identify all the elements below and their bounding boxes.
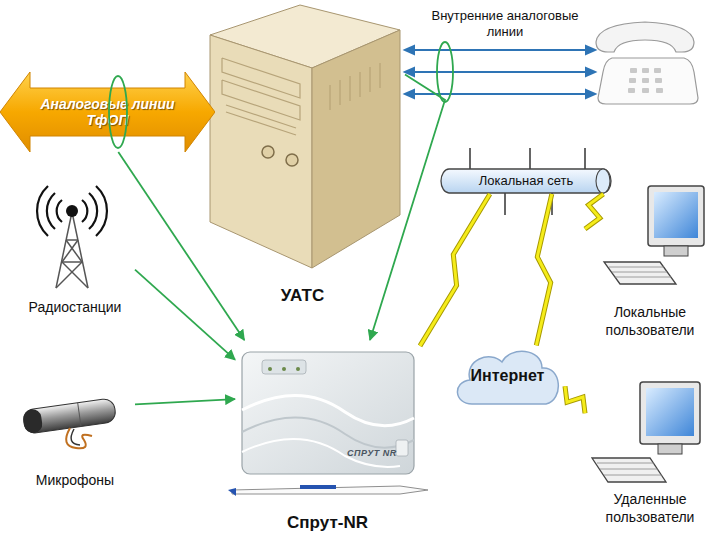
drive-bays (222, 58, 300, 135)
node-text: Локальные пользователи (588, 303, 713, 343)
node-text: Радиостанции (13, 298, 138, 320)
internal-lines (405, 46, 595, 98)
server-button (286, 154, 298, 166)
line-group-ellipse (109, 76, 127, 148)
network-bus: Локальная сеть (440, 168, 612, 194)
bolt-line (565, 386, 585, 413)
bolt-line (420, 194, 490, 346)
antenna-illustration (37, 186, 107, 288)
arrow-line (135, 399, 235, 404)
bolt-outline (420, 194, 490, 346)
server-illustration (210, 5, 400, 268)
server-front (210, 35, 312, 268)
signal-arrow (118, 152, 244, 340)
node-text: СПРУТ NR (347, 448, 397, 458)
recorder-device: СПРУТ NR Спрут-NR (235, 340, 420, 537)
user-workstation: Удаленные пользователи (585, 370, 715, 530)
node-text: Спрут-NR (287, 513, 368, 537)
line-label: Внутренние аналоговые линии (430, 8, 580, 40)
internet-cloud: Интернет (450, 342, 565, 410)
cylinder-body (441, 169, 611, 193)
node-text: Аналоговые линии ТфОП (33, 96, 183, 128)
bolt-outline (565, 386, 585, 413)
node-text: Интернет (471, 366, 545, 386)
node-text: Микрофоны (13, 471, 138, 493)
server-button (262, 146, 274, 158)
microphone-source: Микрофоны (15, 385, 135, 493)
node-text: Удаленные пользователи (588, 490, 713, 530)
signal-arrow (370, 74, 445, 340)
wireless-link (420, 194, 490, 346)
wireless-link (565, 386, 585, 413)
server-side (312, 30, 400, 268)
node-text: Локальная сеть (479, 168, 573, 194)
cylinder-end (596, 169, 610, 193)
bus-stubs (470, 148, 585, 215)
user-workstation: Локальные пользователи (585, 180, 715, 343)
radio-source: Радиостанции (15, 180, 135, 320)
bolt-line (585, 194, 603, 229)
wireless-link (585, 194, 603, 229)
bolt-outline (585, 194, 603, 229)
wireless-link (536, 194, 552, 345)
server-vents (330, 63, 380, 110)
telephone-illustration (596, 22, 698, 104)
pbx-server: УАТС (200, 0, 405, 310)
signal-arrow (135, 399, 235, 404)
arrow-line (370, 74, 445, 340)
signal-arrow (135, 270, 235, 360)
device-illustration (228, 352, 428, 496)
computer-illustration (592, 382, 700, 482)
bolt-line (536, 194, 552, 345)
computer-illustration (604, 186, 704, 284)
cloud-shape (457, 351, 558, 404)
node-text: УАТС (281, 286, 324, 310)
arrow-line (118, 152, 244, 340)
pen-illustration (228, 485, 428, 496)
microphone-illustration (22, 398, 116, 449)
double-arrow-band (0, 72, 215, 152)
line-band: Аналоговые линии ТфОП (0, 72, 215, 152)
bolt-outline (536, 194, 552, 345)
line-group-ellipse (437, 42, 453, 102)
arrow-line (135, 270, 235, 360)
